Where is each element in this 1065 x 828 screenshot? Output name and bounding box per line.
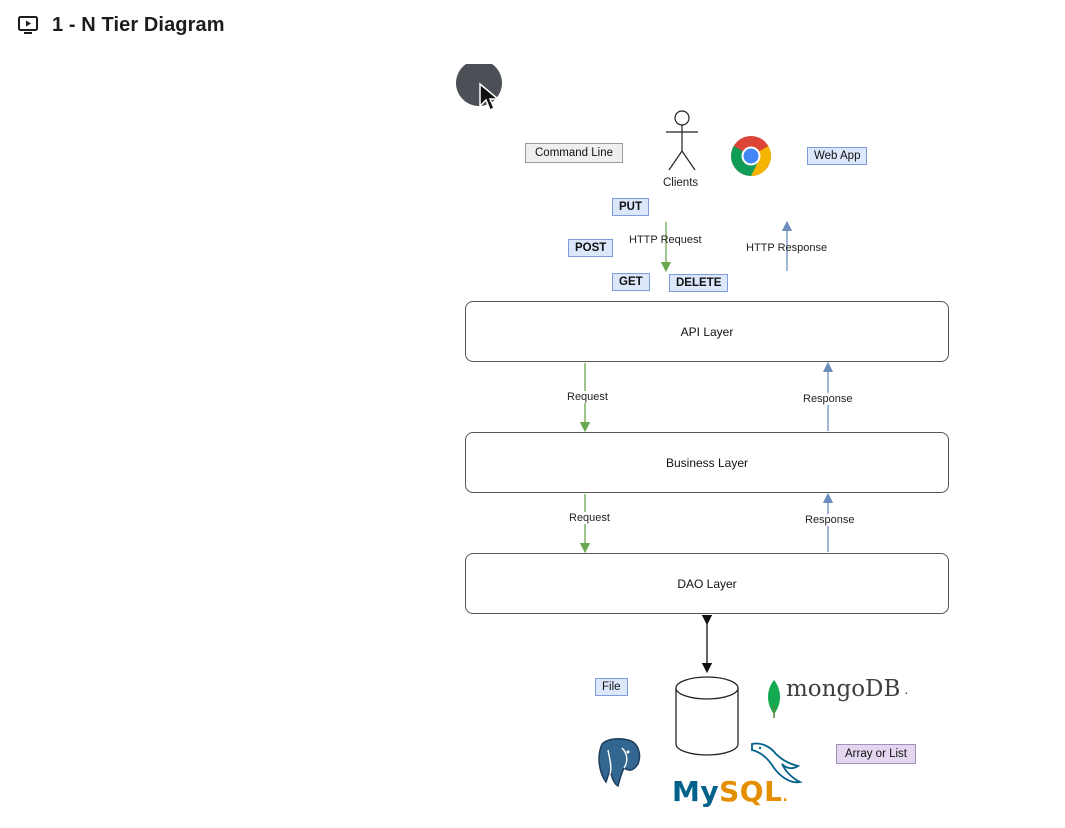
post-method-tag: POST (568, 239, 614, 257)
api-layer-box: API Layer (465, 301, 949, 362)
cursor-arrow-icon (479, 82, 501, 112)
dao-layer-label: DAO Layer (677, 576, 737, 591)
delete-method-tag: DELETE (669, 274, 729, 292)
video-lesson-icon (18, 14, 40, 36)
api-layer-label: API Layer (680, 324, 734, 339)
mongodb-logo: mongoDB. (786, 676, 908, 702)
response-label-1: Response (802, 393, 854, 405)
response-label-2: Response (804, 514, 856, 526)
business-layer-box: Business Layer (465, 432, 949, 493)
request-label-2: Request (568, 512, 611, 524)
request-label-1: Request (566, 391, 609, 403)
lesson-header: 1 - N Tier Diagram (18, 10, 225, 40)
mysql-logo: MySQL. (672, 775, 788, 808)
mongodb-wordmark: mongoDB (786, 676, 901, 702)
http-request-label: HTTP Request (629, 234, 702, 246)
put-method-tag: PUT (612, 198, 649, 216)
chrome-icon (731, 136, 771, 176)
mongodb-dot: . (904, 681, 909, 697)
postgresql-elephant-icon (598, 738, 641, 788)
clients-stick-figure-icon (666, 110, 698, 171)
get-method-tag: GET (612, 273, 650, 291)
mysql-sql-text: SQL (719, 775, 783, 808)
mongodb-leaf-icon (768, 680, 780, 718)
command-line-client: Command Line (525, 143, 623, 163)
clients-label: Clients (663, 177, 699, 189)
mysql-my-text: My (672, 775, 720, 808)
lesson-title: 1 - N Tier Diagram (52, 13, 225, 36)
mysql-dot: . (782, 789, 789, 805)
business-layer-label: Business Layer (665, 455, 749, 470)
n-tier-diagram: Command Line Clients Web App PUT POST GE… (450, 64, 962, 824)
diagram-connectors (579, 110, 834, 788)
mysql-dolphin-icon (751, 742, 803, 784)
web-app-client: Web App (807, 147, 868, 165)
http-response-label: HTTP Response (746, 242, 828, 254)
database-cylinder-icon (675, 676, 739, 756)
array-or-list-tag: Array or List (836, 744, 916, 764)
file-storage-tag: File (595, 678, 628, 696)
dao-layer-box: DAO Layer (465, 553, 949, 614)
